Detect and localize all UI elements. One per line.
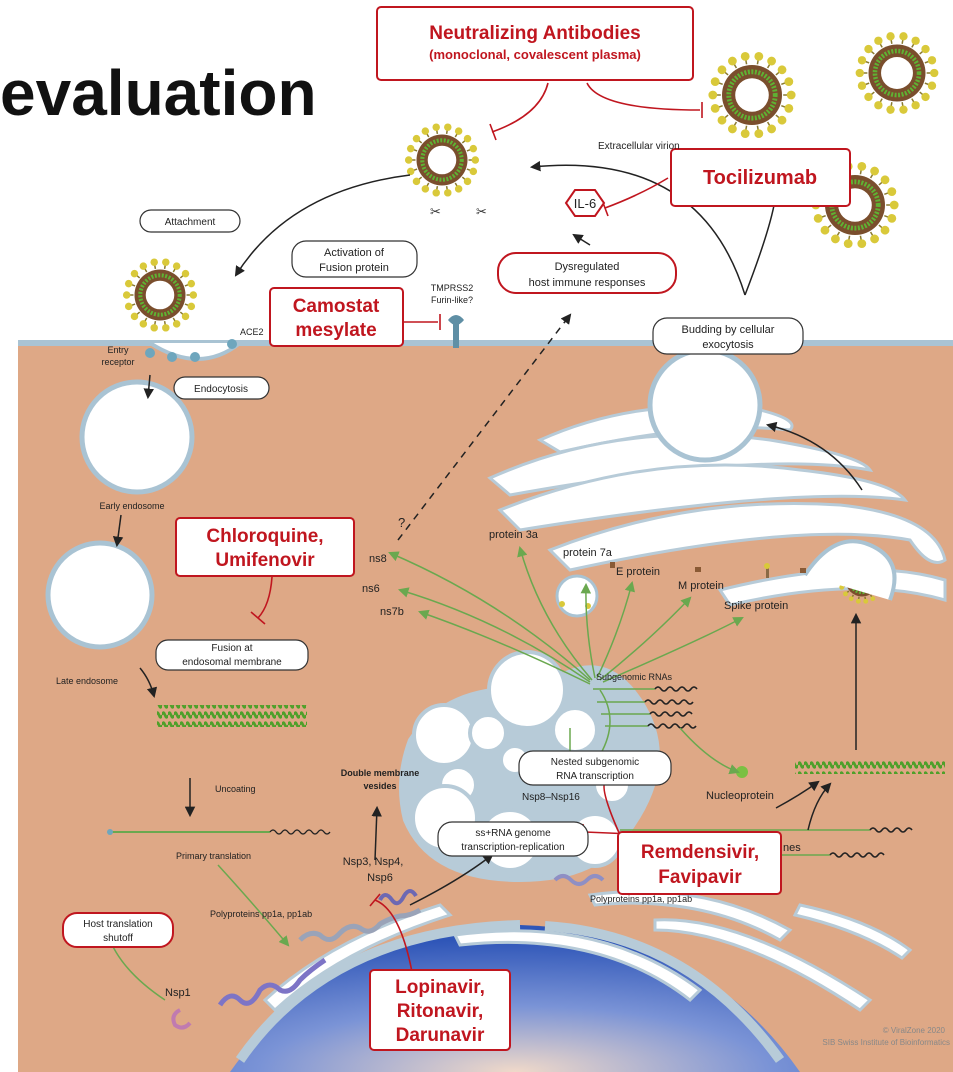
chloroquine-label-1: Chloroquine,: [206, 526, 323, 547]
chloroquine-label-2: Umifenovir: [215, 550, 315, 571]
virion-icon: [855, 32, 939, 114]
budding-vesicle: [647, 347, 763, 463]
lopinavir-label-3: Darunavir: [396, 1025, 485, 1046]
late-endosome: [45, 540, 155, 650]
ss-rna-label-1: ss+RNA genome: [475, 828, 551, 839]
nsp3-nsp4-label: Nsp3, Nsp4,: [343, 856, 404, 868]
nested-transcription-label-2: RNA transcription: [556, 771, 634, 782]
tocilizumab-label: Tocilizumab: [703, 167, 817, 189]
nsp6-label: Nsp6: [367, 872, 393, 884]
slide-title: evaluation: [0, 57, 317, 129]
neutralizing-antibodies-sublabel: (monoclonal, covalescent plasma): [429, 47, 641, 62]
early-endosome: [79, 379, 195, 495]
protein-3a-label: protein 3a: [489, 529, 539, 541]
green-arrows: [105, 545, 744, 1001]
remdesivir-box: Remdensivir, Favipavir: [617, 831, 782, 895]
virion-icon: [122, 258, 198, 332]
activation-label-2: Fusion protein: [319, 262, 389, 274]
primary-translation-label: Primary translation: [176, 851, 251, 861]
genome-rna-coil: [157, 705, 307, 727]
polyproteins-right-label: Polyproteins pp1a, pp1ab: [590, 894, 692, 904]
host-shutoff-label-2: shutoff: [103, 933, 133, 944]
lopinavir-label-1: Lopinavir,: [395, 977, 485, 998]
host-shutoff-label-1: Host translation: [83, 919, 152, 930]
endocytosis-label: Endocytosis: [194, 384, 248, 395]
tmprss2-label-2: Furin-like?: [431, 295, 473, 305]
nucleoprotein-label: Nucleoprotein: [706, 790, 774, 802]
polyprotein-chain: [217, 874, 605, 1007]
ace2-receptors: [145, 339, 237, 362]
ns7b-label: ns7b: [380, 606, 404, 618]
budding-label-2: exocytosis: [702, 339, 754, 351]
early-endosome-label: Early endosome: [99, 501, 164, 511]
nucleocapsid-rna-coil: [795, 760, 945, 774]
ns8-label: ns8: [369, 553, 387, 565]
m-protein-label: M protein: [678, 580, 724, 592]
chloroquine-box: Chloroquine, Umifenovir: [175, 517, 355, 577]
il6-hexagon: [564, 189, 606, 217]
attachment-label: Attachment: [165, 217, 216, 228]
double-membrane-label-2: vesides: [363, 781, 396, 791]
cell-membrane: [18, 340, 953, 346]
lopinavir-box: Lopinavir, Ritonavir, Darunavir: [369, 969, 511, 1051]
ss-rna-label-2: transcription-replication: [461, 842, 564, 853]
fusion-label-1: Fusion at: [211, 643, 252, 654]
nsp1-protein: [171, 1008, 192, 1030]
camostat-label-1: Camostat: [293, 296, 380, 317]
nsp8-nsp16-label: Nsp8–Nsp16: [522, 792, 580, 803]
tmprss2-icon: [448, 315, 464, 348]
camostat-box: Camostat mesylate: [269, 287, 404, 347]
virion-icon: [708, 51, 796, 139]
neutralizing-antibodies-box: Neutralizing Antibodies (monoclonal, cov…: [376, 6, 694, 81]
entry-receptor-label-2: receptor: [101, 357, 134, 367]
spike-protein-label: Spike protein: [724, 600, 788, 612]
ace2-label: ACE2: [240, 327, 264, 337]
uncoating-label: Uncoating: [215, 784, 256, 794]
credit-line-2: SIB Swiss Institute of Bioinformatics: [822, 1038, 950, 1047]
nuclear-envelope: [235, 920, 521, 1063]
virion-icon: [404, 123, 480, 197]
entry-receptor-label-1: Entry: [107, 345, 129, 355]
tocilizumab-box: Tocilizumab: [670, 148, 851, 207]
neutralizing-antibodies-label: Neutralizing Antibodies: [429, 23, 640, 44]
dysregulated-label-2: host immune responses: [529, 277, 646, 289]
extracellular-virion-label: Extracellular virion: [598, 141, 680, 152]
subgenomic-rnas-label: Subgenomic RNAs: [596, 672, 673, 682]
unknown-mechanism-label: ?: [398, 515, 405, 530]
nsp1-label: Nsp1: [165, 987, 191, 999]
late-endosome-label: Late endosome: [56, 676, 118, 686]
e-protein-label: E protein: [616, 566, 660, 578]
double-membrane-label-1: Double membrane: [341, 768, 420, 778]
remdesivir-label-1: Remdensivir,: [641, 842, 759, 863]
protein-7a-label: protein 7a: [563, 547, 613, 559]
lopinavir-label-2: Ritonavir,: [397, 1001, 484, 1022]
tmprss2-label-1: TMPRSS2: [431, 283, 474, 293]
camostat-label-2: mesylate: [295, 320, 376, 341]
golgi-budding-virion-vesicle: [803, 539, 897, 601]
genomes-label-partial: nes: [783, 842, 801, 854]
step-label-boxes: [62, 209, 804, 948]
ns6-label: ns6: [362, 583, 380, 595]
il6-label: IL-6: [574, 196, 596, 211]
primary-rna-line: [107, 829, 331, 835]
scissors-icon: ✂: [476, 204, 487, 219]
dysregulated-label-1: Dysregulated: [555, 261, 620, 273]
nested-transcription-label-1: Nested subgenomic: [551, 757, 639, 768]
polyproteins-left-label: Polyproteins pp1a, pp1ab: [210, 909, 312, 919]
fusion-label-2: endosomal membrane: [182, 657, 282, 668]
budding-label-1: Budding by cellular: [682, 324, 775, 336]
activation-label-1: Activation of: [324, 247, 385, 259]
remdesivir-label-2: Favipavir: [658, 867, 742, 888]
scissors-icon: ✂: [430, 204, 441, 219]
credit-line-1: © ViralZone 2020: [883, 1026, 946, 1035]
